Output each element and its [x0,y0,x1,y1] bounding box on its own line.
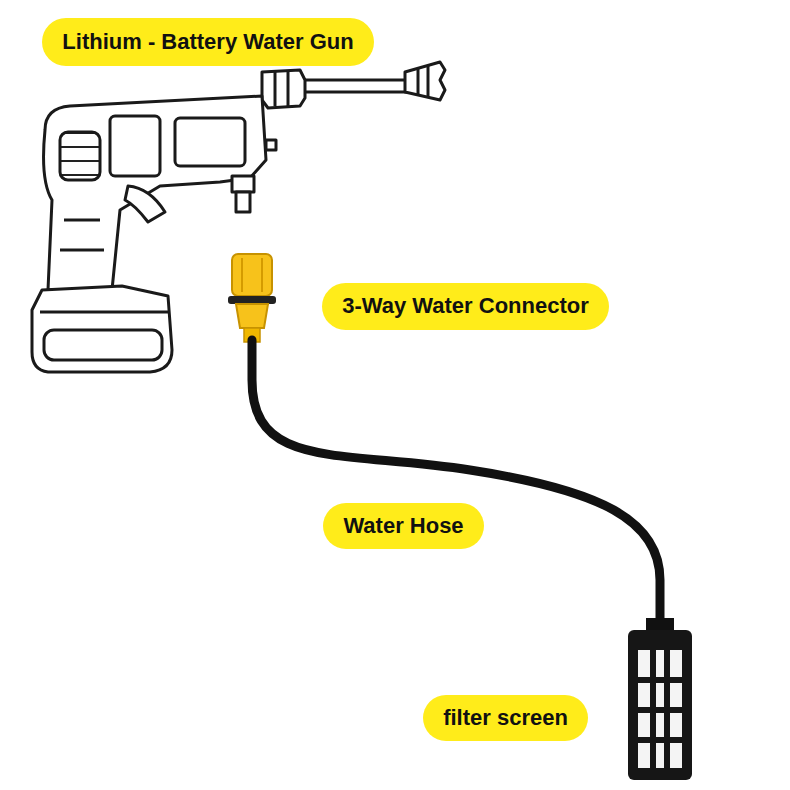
label-pill: 3-Way Water Connector [322,283,609,330]
label-pill: filter screen [423,695,588,741]
label-text: filter screen [443,706,568,730]
label-pill: Lithium - Battery Water Gun [42,18,374,66]
filter-drawing [628,618,692,780]
label-text: Water Hose [343,514,463,538]
connector-drawing [228,254,276,342]
hose-drawing [252,340,660,628]
label-text: 3-Way Water Connector [342,294,589,318]
label-text: Lithium - Battery Water Gun [62,30,353,54]
label-pill: Water Hose [323,503,484,549]
